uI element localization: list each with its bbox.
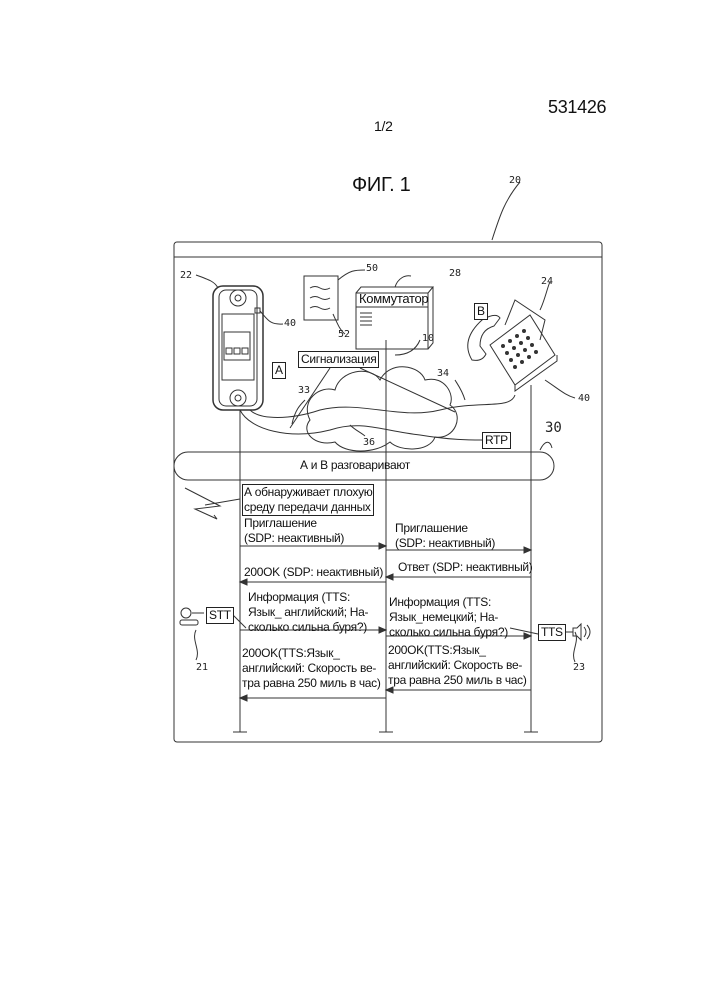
speaker-icon — [566, 624, 590, 640]
ref-40-b: 40 — [578, 393, 590, 404]
ref-22: 22 — [180, 270, 192, 281]
msg-line: сколько сильна буря?) — [389, 625, 508, 640]
network-cloud-icon — [307, 367, 457, 451]
msg-line: английский: Скорость ве- — [242, 661, 381, 676]
msg-line: Приглашение — [395, 521, 495, 536]
msg-line: Язык_ английский; На- — [248, 605, 368, 620]
msg-line: (SDP: неактивный) — [395, 536, 495, 551]
detect-bad-medium-note: А обнаруживает плохую среду передачи дан… — [242, 484, 374, 516]
talking-label: А и В разговаривают — [300, 458, 410, 473]
msg-line: сколько сильна буря?) — [248, 620, 368, 635]
ref-34: 34 — [437, 368, 449, 379]
leader-20 — [492, 182, 520, 240]
switch-label: Коммутатор — [359, 291, 428, 306]
ref-52: 52 — [338, 329, 350, 340]
ref-36: 36 — [363, 437, 375, 448]
ref-50: 50 — [366, 263, 378, 274]
invite-left-message: Приглашение (SDP: неактивный) — [244, 516, 344, 546]
ref-30: 30 — [545, 420, 562, 436]
party-b-label: В — [474, 303, 488, 320]
ref-33: 33 — [298, 385, 310, 396]
note-line: А обнаруживает плохую — [244, 485, 372, 500]
ok2-left-message: 200OK(TTS:Язык_ английский: Скорость ве-… — [242, 646, 381, 691]
ok-left-message: 200OK (SDP: неактивный) — [244, 565, 383, 580]
microphone-icon — [180, 608, 204, 625]
msg-line: 200OK(TTS:Язык_ — [242, 646, 381, 661]
mobile-phone-icon — [213, 286, 263, 410]
msg-line: (SDP: неактивный) — [244, 531, 344, 546]
msg-line: английский: Скорость ве- — [388, 658, 527, 673]
info-right-message: Информация (TTS: Язык_немецкий; На- скол… — [389, 595, 508, 640]
ref-24: 24 — [541, 276, 553, 287]
ref-40: 40 — [284, 318, 296, 329]
msg-line: Язык_немецкий; На- — [389, 610, 508, 625]
ref-21: 21 — [196, 662, 208, 673]
invite-right-message: Приглашение (SDP: неактивный) — [395, 521, 495, 551]
answer-right-message: Ответ (SDP: неактивный) — [398, 560, 533, 575]
info-left-message: Информация (TTS: Язык_ английский; На- с… — [248, 590, 368, 635]
tts-box: TTS — [538, 624, 566, 641]
stt-box: STT — [206, 607, 234, 624]
ref-20: 20 — [509, 175, 521, 186]
signaling-label: Сигнализация — [298, 351, 379, 368]
msg-line: Информация (TTS: — [248, 590, 368, 605]
ref-10: 10 — [422, 333, 434, 344]
msg-line: тра равна 250 миль в час) — [388, 673, 527, 688]
note-line: среду передачи данных — [244, 500, 372, 515]
party-a-label: А — [272, 362, 286, 379]
ref-28: 28 — [449, 268, 461, 279]
rtp-label: RTP — [482, 432, 511, 449]
msg-line: 200OK(TTS:Язык_ — [388, 643, 527, 658]
msg-line: Информация (TTS: — [389, 595, 508, 610]
ref-23: 23 — [573, 662, 585, 673]
ok2-right-message: 200OK(TTS:Язык_ английский: Скорость ве-… — [388, 643, 527, 688]
msg-line: Приглашение — [244, 516, 344, 531]
msg-line: тра равна 250 миль в час) — [242, 676, 381, 691]
